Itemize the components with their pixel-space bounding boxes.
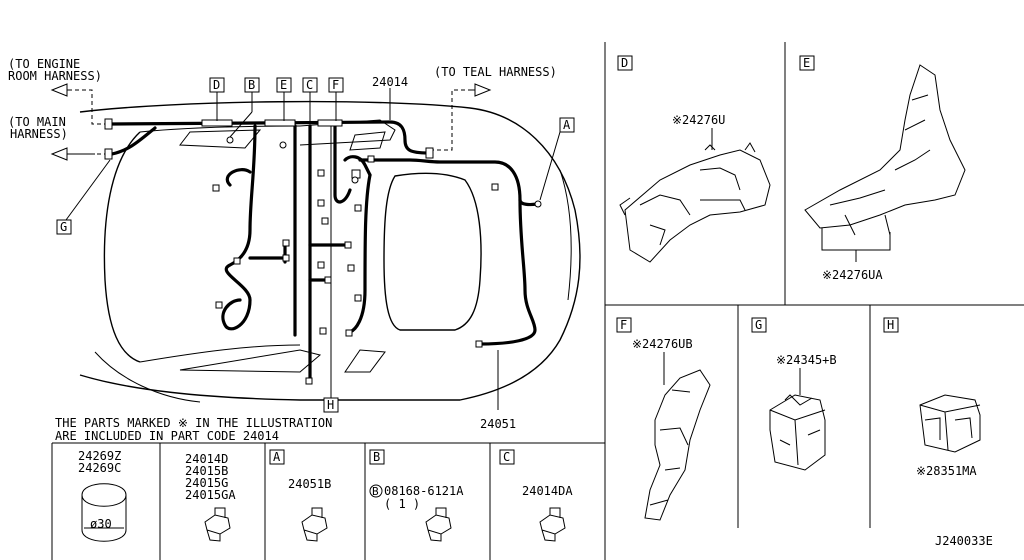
bolt-08168-icon (425, 507, 452, 542)
cell-c-box (499, 449, 515, 465)
cell-b-part: 08168-6121A (384, 484, 464, 498)
detail-d-box (617, 55, 633, 71)
diagram-code: J240033E (935, 534, 993, 548)
harness-24014 (110, 120, 539, 382)
clips-line2: 24015B (185, 464, 228, 478)
marker-a-box (559, 117, 575, 133)
marker-h-box (323, 397, 339, 413)
marker-b: B (248, 78, 255, 92)
connector-28351ma-icon (919, 394, 981, 453)
clips-line1: 24014D (185, 452, 228, 466)
marker-e-box (276, 77, 292, 93)
grommet-line2: 24269C (78, 461, 121, 475)
marker-f-box (328, 77, 344, 93)
cell-a-letter: A (273, 450, 281, 464)
detail-d-part: ※24276U (672, 113, 725, 127)
cell-b-box (369, 449, 385, 465)
detail-f-letter: F (620, 318, 627, 332)
bracket-24276u-icon (624, 149, 771, 263)
marker-b-box (244, 77, 260, 93)
detail-d-letter: D (621, 56, 628, 70)
detail-f-part: ※24276UB (632, 337, 693, 351)
to-engine-line1: (TO ENGINE (8, 57, 80, 71)
cell-b-letter: B (373, 450, 380, 464)
car-body-outline (79, 100, 581, 403)
to-engine-line2: ROOM HARNESS) (8, 69, 102, 83)
cell-c-part: 24014DA (522, 484, 573, 498)
clips-line4: 24015GA (185, 488, 236, 502)
marker-g: G (60, 220, 67, 234)
clip-24014da-icon (539, 507, 566, 542)
clip-24345-icon (769, 394, 826, 471)
detail-g-box (751, 317, 767, 333)
bolt-24051b-icon (301, 507, 328, 542)
cell-c: C 24014DA (499, 449, 573, 542)
detail-f-box (616, 317, 632, 333)
detail-e-part: ※24276UA (822, 268, 883, 282)
cell-c-letter: C (503, 450, 510, 464)
grommet-line1: 24269Z (78, 449, 121, 463)
note-line1: THE PARTS MARKED ※ IN THE ILLUSTRATION (55, 416, 332, 430)
detail-g-letter: G (755, 318, 762, 332)
marker-c: C (306, 78, 313, 92)
marker-e: E (280, 78, 287, 92)
connectors (104, 118, 542, 385)
detail-h: H ※28351MA (883, 317, 981, 478)
routing-dashes (50, 83, 492, 161)
to-main-line1: (TO MAIN (8, 115, 66, 129)
note-line2: ARE INCLUDED IN PART CODE 24014 (55, 429, 279, 443)
detail-g: G ※24345+B (751, 317, 837, 471)
grommet-dim: ø30 (90, 517, 112, 531)
marker-g-box (56, 219, 72, 235)
marker-d-box (209, 77, 225, 93)
detail-g-part: ※24345+B (776, 353, 837, 367)
bolt-circle-marker (369, 484, 383, 498)
part-24051: 24051 (480, 417, 516, 431)
detail-h-letter: H (887, 318, 894, 332)
marker-c-box (302, 77, 318, 93)
diagram-markers: D B E C F A G H (56, 77, 575, 413)
panel-grid (51, 42, 1024, 560)
to-main-line2: HARNESS) (10, 127, 68, 141)
arrow-to-teal-icon (474, 83, 492, 97)
detail-e-letter: E (803, 56, 810, 70)
cell-b-qty: ( 1 ) (384, 497, 420, 511)
detail-f: F ※24276UB (616, 317, 711, 521)
bracket-24276ua-icon (804, 64, 966, 236)
arrow-to-engine-icon (50, 83, 68, 97)
to-teal: (TO TEAL HARNESS) (434, 65, 557, 79)
detail-h-part: ※28351MA (916, 464, 977, 478)
cell-a-box (269, 449, 285, 465)
marker-d: D (213, 78, 220, 92)
cell-grommet: 24269Z 24269C ø30 (78, 449, 127, 542)
part-24014: 24014 (372, 75, 408, 89)
marker-f: F (332, 78, 339, 92)
cell-a: A 24051B (269, 449, 331, 542)
clip-icon (204, 507, 231, 542)
detail-e: E ※24276UA (799, 55, 966, 282)
cell-b-circle: B (372, 485, 379, 498)
marker-h: H (327, 398, 334, 412)
cell-clips: 24014D 24015B 24015G 24015GA (185, 452, 236, 542)
cell-a-part: 24051B (288, 477, 331, 491)
detail-e-box (799, 55, 815, 71)
detail-h-box (883, 317, 899, 333)
bracket-24276ub-icon (644, 369, 711, 521)
detail-d: D ※24276U (617, 55, 771, 263)
marker-a: A (563, 118, 571, 132)
leader-lines (65, 88, 561, 410)
cell-b: B B 08168-6121A ( 1 ) (369, 449, 464, 542)
clips-line3: 24015G (185, 476, 228, 490)
grommet-icon (81, 483, 127, 542)
arrow-to-main-icon (50, 147, 68, 161)
